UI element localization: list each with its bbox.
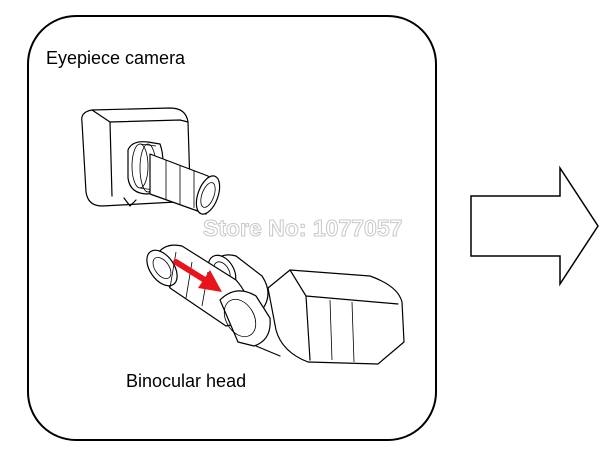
eyepiece-camera-icon [81,107,221,215]
red-arrow-icon [173,259,222,292]
right-arrow-icon [470,165,599,287]
camera-label: Eyepiece camera [46,48,186,68]
head-label: Binocular head [126,371,246,391]
watermark-text: Store No: 1077057 [203,215,402,241]
